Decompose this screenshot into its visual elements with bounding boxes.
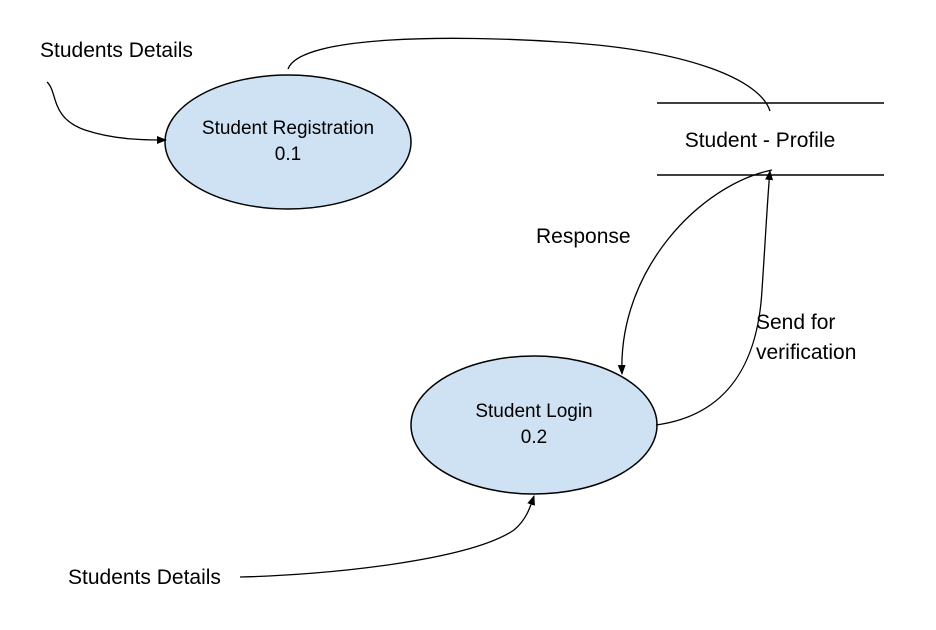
process-id-registration: 0.1 bbox=[275, 144, 301, 165]
process-name-registration: Student Registration bbox=[202, 118, 374, 139]
flow-response bbox=[617, 169, 773, 375]
flow-send-for-verification bbox=[655, 170, 774, 426]
flow-registration-to-profile bbox=[287, 37, 771, 112]
process-id-login: 0.2 bbox=[521, 427, 547, 448]
data-store-label: Student - Profile bbox=[685, 129, 836, 152]
flow-label-send-line2: verification bbox=[756, 341, 856, 364]
process-student-registration: Student Registration 0.1 bbox=[164, 74, 412, 210]
flow-label-response: Response bbox=[536, 225, 631, 248]
external-students-details-bottom: Students Details bbox=[68, 566, 221, 589]
process-ellipse-registration bbox=[164, 74, 412, 210]
process-student-login: Student Login 0.2 bbox=[410, 355, 658, 495]
process-ellipse-login bbox=[410, 355, 658, 495]
flow-label-send-line1: Send for bbox=[756, 311, 835, 334]
data-store-student-profile: Student - Profile bbox=[657, 102, 884, 176]
flow-details-to-registration bbox=[46, 81, 167, 144]
external-students-details-top: Students Details bbox=[40, 39, 193, 62]
flow-details-to-login bbox=[239, 495, 535, 578]
process-name-login: Student Login bbox=[475, 401, 592, 422]
